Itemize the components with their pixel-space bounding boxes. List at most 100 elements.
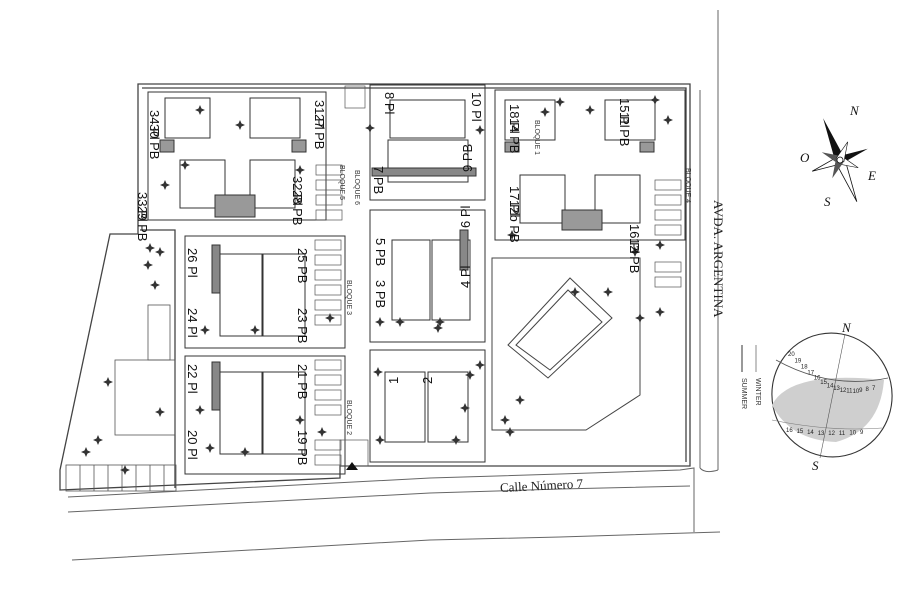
unit-label: 11 PB	[617, 112, 632, 146]
block-tag: BLOQUE 6	[353, 170, 360, 205]
tree-icon	[250, 325, 260, 335]
unit-label: 17 Pl	[507, 186, 522, 216]
unit-label: 22 Pl	[185, 364, 200, 394]
tree-icon	[143, 260, 153, 270]
tree-icon	[160, 180, 170, 190]
tree-icon	[103, 377, 113, 387]
trees	[81, 95, 673, 475]
unit-label: 3 PB	[373, 280, 388, 308]
tree-icon	[663, 115, 673, 125]
sun-summer-hour: 19	[795, 358, 802, 364]
tree-icon	[475, 360, 485, 370]
unit-label: 28 PB	[290, 190, 305, 225]
compass-e: E	[867, 168, 876, 183]
sun-summer-hour: 9	[859, 388, 863, 394]
tree-icon	[195, 105, 205, 115]
sun-summer-hour: 20	[788, 352, 795, 358]
unit-label: 26 Pl	[185, 248, 200, 278]
tree-icon	[460, 403, 470, 413]
sun-winter-hour: 14	[807, 430, 814, 436]
unit-label: 32 Pl	[290, 176, 305, 206]
tree-icon	[433, 323, 443, 333]
tree-icon	[240, 447, 250, 457]
tree-icon	[325, 313, 335, 323]
tree-icon	[155, 407, 165, 417]
sun-summer-hour: 10	[853, 389, 860, 395]
unit-label: 16 Pl	[627, 224, 642, 254]
sun-winter-hour: 16	[786, 428, 793, 434]
compass-n: N	[849, 103, 860, 118]
tree-icon	[235, 120, 245, 130]
tree-icon	[317, 427, 327, 437]
tree-icon	[120, 465, 130, 475]
tree-icon	[295, 165, 305, 175]
tree-icon	[505, 427, 515, 437]
tree-icon	[635, 313, 645, 323]
tree-icon	[500, 415, 510, 425]
tree-icon	[145, 243, 155, 253]
west-parking	[65, 304, 177, 492]
unit-label: 9 PB	[460, 144, 475, 172]
tree-icon	[375, 435, 385, 445]
tree-icon	[451, 435, 461, 445]
unit-label: 23 PB	[295, 308, 310, 343]
tree-icon	[295, 415, 305, 425]
street-calle: Calle Número 7	[500, 476, 584, 495]
tree-icon	[373, 367, 383, 377]
unit-label: 5 PB	[373, 238, 388, 266]
unit-label: 24 Pl	[185, 308, 200, 338]
sun-winter-hour: 10	[849, 431, 856, 437]
tree-icon	[655, 240, 665, 250]
block-tag: BLOQUE 1	[533, 120, 540, 155]
unit-label: 18 Pl	[507, 104, 522, 134]
sun-winter-hour: 9	[860, 430, 864, 436]
tree-icon	[507, 230, 517, 240]
tree-icon	[475, 125, 485, 135]
pool-area	[491, 257, 641, 431]
tree-icon	[93, 435, 103, 445]
unit-label: 12 PB	[627, 238, 642, 273]
block-tag: BLOQUE 2	[345, 400, 352, 435]
tree-icon	[540, 107, 550, 117]
unit-label: 25 PB	[295, 248, 310, 283]
tree-icon	[655, 307, 665, 317]
tree-icon	[195, 405, 205, 415]
unit-label: 10 Pl	[469, 92, 484, 122]
tree-icon	[585, 105, 595, 115]
sun-winter-hour: 15	[797, 429, 804, 435]
unit-label: 30 PB	[147, 124, 162, 159]
sun-winter-hour: 12	[828, 431, 835, 437]
compass-s: S	[824, 194, 831, 209]
legend-winter: WINTER	[754, 378, 761, 406]
tree-icon	[515, 395, 525, 405]
tree-icon	[81, 447, 91, 457]
sun-summer-hour: 17	[807, 371, 814, 377]
housing-blocks	[147, 84, 686, 475]
tree-icon	[150, 280, 160, 290]
tree-icon	[603, 287, 613, 297]
unit-label: 19 PB	[295, 430, 310, 465]
unit-label: 21 PB	[295, 364, 310, 399]
sun-summer-hour: 13	[833, 386, 840, 392]
sun-summer-hour: 15	[820, 380, 827, 386]
unit-label: 29 PB	[135, 206, 150, 241]
sun-summer-hour: 8	[866, 387, 870, 393]
sun-winter-hour: 11	[839, 431, 846, 437]
block-tag: BLOQUE 4	[684, 168, 691, 203]
tree-icon	[205, 443, 215, 453]
sun-summer-hour: 16	[814, 376, 821, 382]
tree-icon	[555, 97, 565, 107]
tree-icon	[570, 287, 580, 297]
unit-label: 14 PB	[507, 118, 522, 153]
unit-label: 7 PB	[371, 166, 386, 194]
unit-label: 20 Pl	[185, 430, 200, 460]
unit-label: 33 Pl	[135, 192, 150, 222]
sun-n: N	[841, 320, 852, 335]
sun-summer-hour: 7	[872, 386, 876, 392]
unit-label: 27 PB	[312, 114, 327, 149]
